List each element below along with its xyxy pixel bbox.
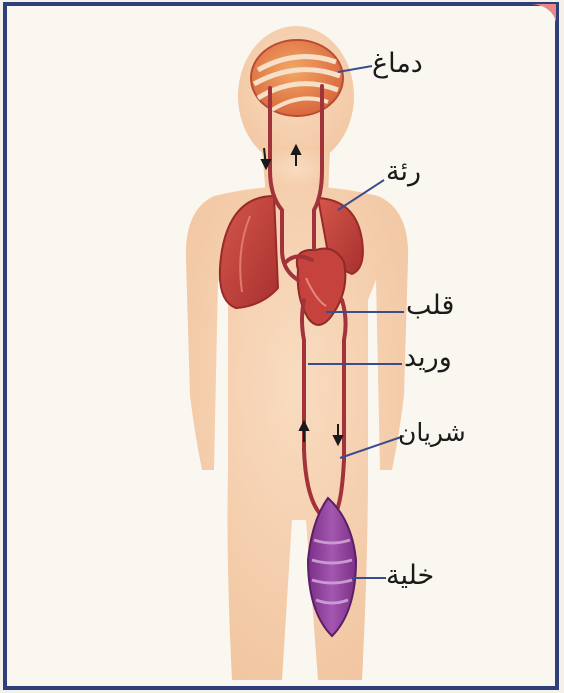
label-cell: خلية [386,562,434,589]
brain-organ [251,40,343,116]
label-heart: قلب [406,292,454,319]
label-lung: رئة [386,158,421,185]
label-vein: وريد [404,344,452,371]
label-brain: دماغ [372,50,423,77]
label-artery: شريان [398,420,466,445]
